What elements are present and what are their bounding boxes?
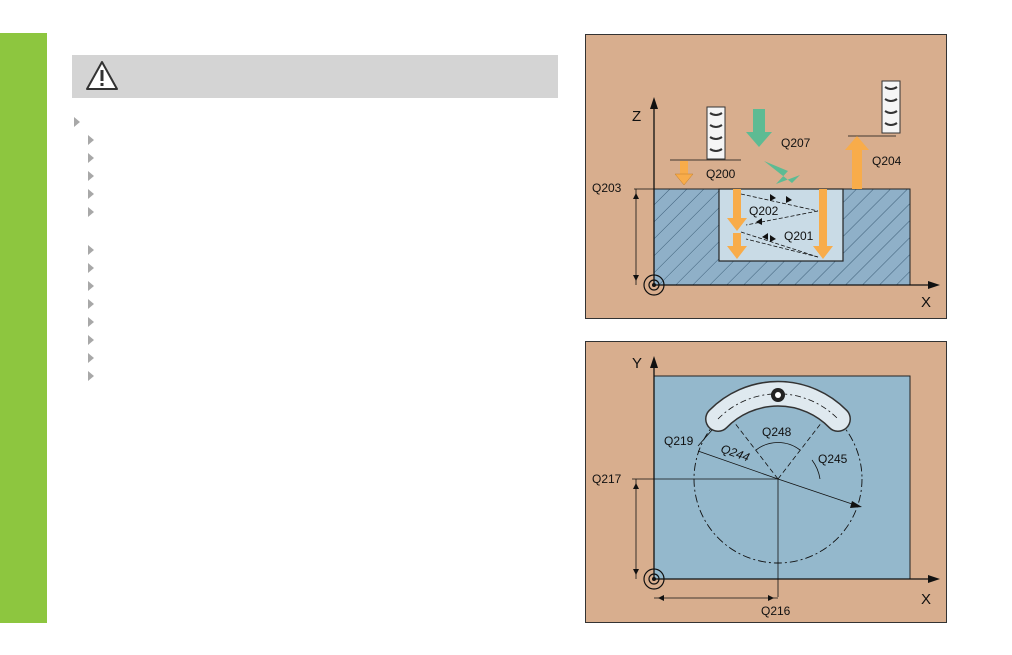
label-q245: Q245: [818, 452, 848, 466]
triangle-bullet-icon: [88, 317, 94, 327]
figure-top-view: Y X Q217 Q216 Q219 Q248 Q245 Q244: [585, 341, 947, 623]
label-q217: Q217: [592, 472, 622, 486]
label-q200: Q200: [706, 167, 736, 181]
triangle-bullet-icon: [88, 171, 94, 181]
accent-side-bar: [0, 33, 47, 623]
label-q248: Q248: [762, 425, 792, 439]
triangle-bullet-icon: [88, 371, 94, 381]
triangle-bullet-icon: [88, 263, 94, 273]
label-q202: Q202: [749, 204, 779, 218]
warning-triangle-icon: [84, 59, 120, 93]
triangle-bullet-icon: [88, 189, 94, 199]
triangle-bullet-icon: [88, 207, 94, 217]
figure-side-view: Z X Q203 Q200 Q207 Q204 Q202 Q201: [585, 34, 947, 319]
triangle-bullet-icon: [88, 299, 94, 309]
label-q201: Q201: [784, 229, 814, 243]
label-q204: Q204: [872, 154, 902, 168]
label-q219: Q219: [664, 434, 694, 448]
axis-x-label: X: [921, 591, 931, 608]
triangle-bullet-icon: [88, 153, 94, 163]
triangle-bullet-icon: [88, 135, 94, 145]
triangle-bullet-icon: [88, 245, 94, 255]
axis-x-label: X: [921, 294, 931, 311]
label-q203: Q203: [592, 181, 622, 195]
warning-bar: [72, 55, 558, 98]
triangle-bullet-icon: [74, 117, 80, 127]
label-q207: Q207: [781, 136, 811, 150]
triangle-bullet-icon: [88, 353, 94, 363]
triangle-bullet-icon: [88, 281, 94, 291]
triangle-bullet-icon: [88, 335, 94, 345]
label-q216: Q216: [761, 604, 791, 618]
axis-y-label: Y: [632, 355, 642, 372]
axis-z-label: Z: [632, 108, 641, 125]
